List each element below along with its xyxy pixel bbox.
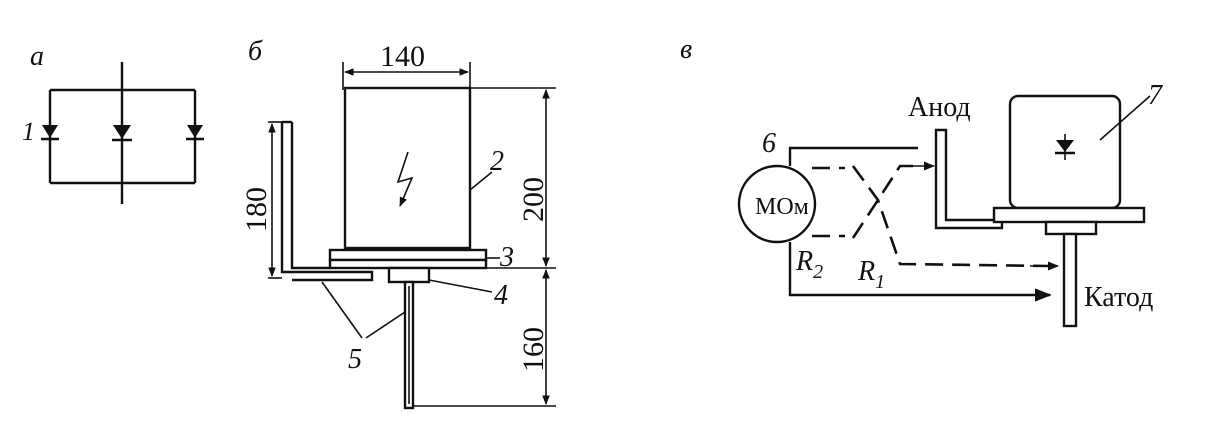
wire-bottom [788,242,1052,302]
device-body [343,86,472,250]
panel-a: а 1 [22,41,204,204]
callout-3: 3 [499,242,514,273]
callout-4: 4 [494,280,508,311]
callout-5: 5 [348,344,362,375]
diode-left-icon [41,125,59,141]
callout-6: 6 [762,128,776,159]
callout-2: 2 [490,146,504,177]
leader-5b [365,311,406,339]
megohmmeter [737,164,817,244]
cathode-stud [1062,232,1078,328]
dash-cross-2 [851,164,920,239]
meter-label: МОм [755,194,809,220]
device-base-7 [992,206,1146,224]
leader-5a [321,281,363,339]
r2-label: R2 [795,246,823,283]
nut [387,266,431,284]
callout-1: 1 [22,117,35,146]
dim-width-label: 140 [380,40,425,73]
anode-label: Анод [908,92,971,123]
wire-top [788,146,918,166]
bracket-inner [290,122,330,270]
callout-7: 7 [1148,80,1163,111]
panel-c-letter: в [680,34,692,65]
lightning-icon [396,151,414,207]
r1-label: R1 [857,256,885,293]
base-plate-bottom [328,258,488,270]
diode-middle-icon [112,125,132,142]
device-nut-7 [1044,220,1098,236]
leader-4 [428,279,493,293]
panel-b-letter: б [248,36,263,67]
dim-180-label: 180 [240,187,273,232]
panel-b: б 140 180 200 160 [240,36,556,410]
panel-a-letter: а [30,41,44,72]
leader-2 [469,171,493,191]
panel-c: в МОм 6 R2 R1 Анод 7 Катод [680,34,1163,328]
base-plate-top [328,248,488,262]
bracket-outer [280,122,374,282]
dim-200-label: 200 [517,177,550,222]
diode-symbol-icon [1055,134,1075,160]
dim-160-label: 160 [517,327,550,372]
diode-right-icon [186,125,204,141]
anode-bracket [934,128,1004,230]
leader-7 [1099,95,1151,141]
cathode-label: Катод [1084,282,1153,313]
